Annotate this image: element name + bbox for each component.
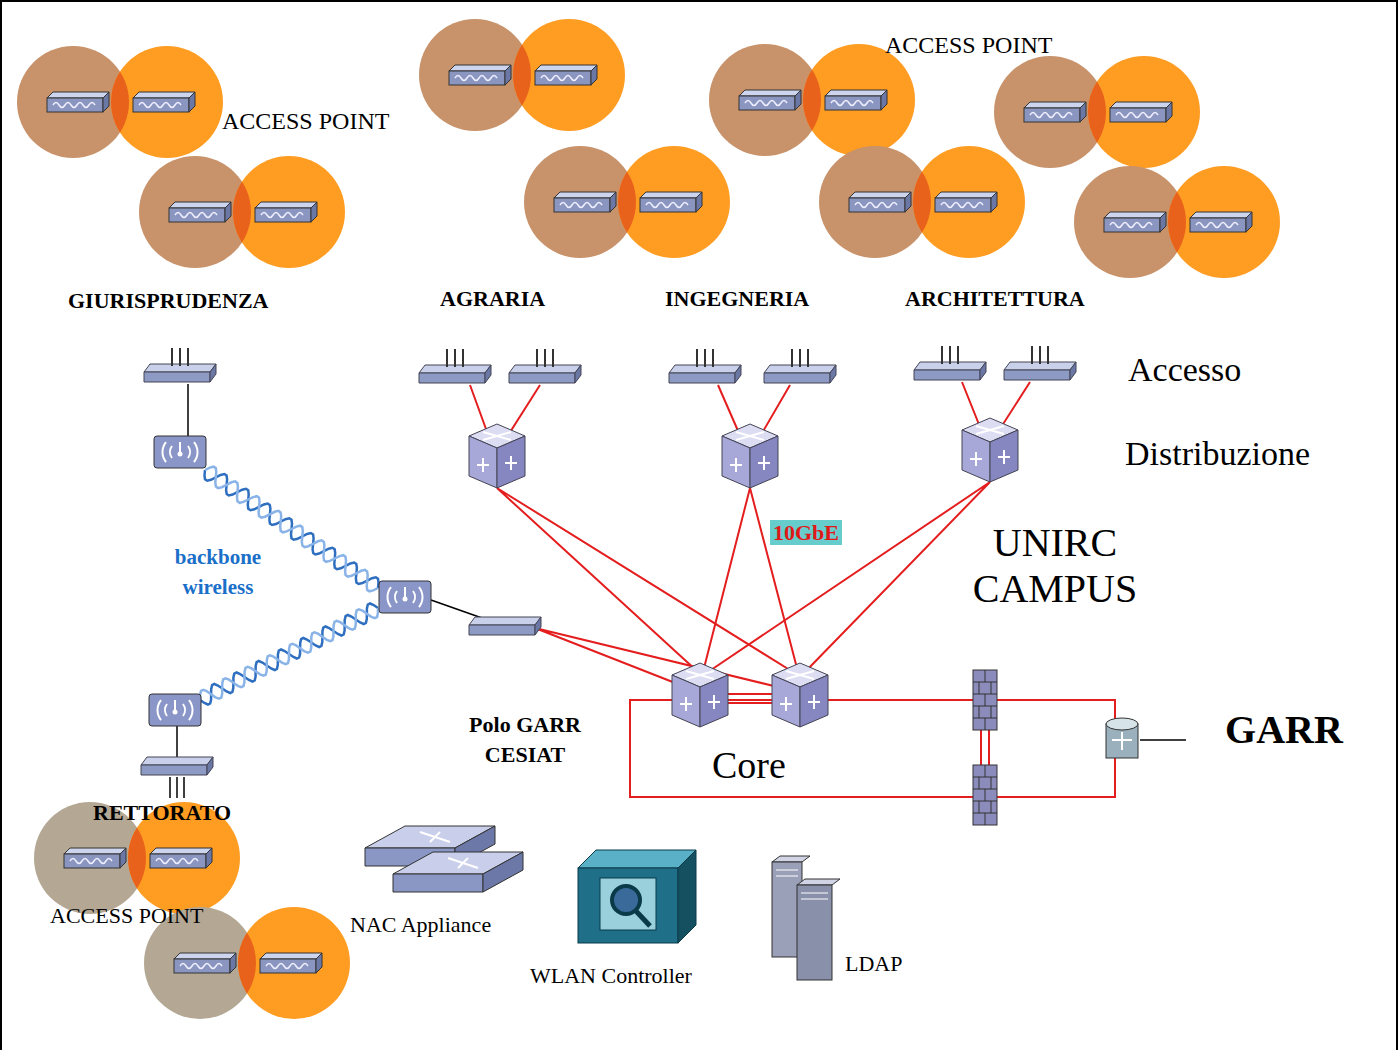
ap-coverage — [994, 56, 1200, 168]
ap-coverage — [139, 156, 345, 268]
ap-coverage — [709, 44, 915, 156]
node-text: Polo GARR CESIAT — [445, 710, 605, 769]
node-text: GARR — [1225, 707, 1343, 753]
node-text: Accesso — [1128, 350, 1241, 389]
outline-path — [320, 342, 1360, 402]
outline-path — [9, 5, 435, 463]
device-name: LDAP — [845, 951, 902, 976]
ap-coverage — [524, 146, 730, 258]
core-area-outline — [355, 588, 1025, 1000]
outline-path — [10, 697, 349, 1032]
wireless-link — [200, 608, 378, 700]
node-text: Core — [712, 744, 786, 788]
node-text: Distribuzione — [1125, 434, 1310, 473]
wireless-link — [200, 604, 378, 705]
faculty-name: AGRARIA — [440, 286, 545, 311]
ap-coverage — [1074, 166, 1280, 278]
faculty-name: INGEGNERIA — [665, 286, 809, 311]
faculty-region-outline — [0, 0, 450, 480]
link-speed: 10GbE — [770, 520, 842, 545]
outline-path — [317, 5, 1371, 1032]
distribution-layer-band: Distribuzione — [325, 420, 1362, 496]
node-text: RETTORATO — [93, 800, 231, 825]
outline-path — [1187, 641, 1382, 823]
node-text: ACCESS POINT — [222, 108, 389, 136]
node-text: GIURISPRUDENZA — [68, 288, 268, 313]
rectorate-region: RETTORATO ACCESS POINT — [0, 640, 360, 1040]
node-text: ACCESS POINT — [50, 903, 203, 928]
node-text: UNIRC CAMPUS — [940, 520, 1170, 612]
core-area: Polo GARR CESIAT Core — [355, 588, 1025, 1000]
outline-path — [355, 588, 1025, 1000]
garr-cloud: GARR — [1178, 625, 1390, 840]
outline-path — [325, 420, 1362, 496]
ap-coverage — [17, 46, 223, 158]
link-note: backbone wireless — [150, 542, 286, 603]
faculty-region: ACCESS POINT GIURISPRUDENZA — [0, 0, 450, 480]
wireless-link — [205, 467, 378, 592]
ap-coverage — [419, 19, 625, 131]
access-layer-band: Accesso — [320, 342, 1360, 402]
ap-coverage — [819, 146, 1025, 258]
rectorate-region-outline — [0, 640, 360, 1040]
device-name: WLAN Controller — [530, 963, 692, 988]
node-text: ACCESS POINT — [885, 32, 1052, 60]
device-name: NAC Appliance — [350, 912, 491, 937]
faculty-name: ARCHITETTURA — [905, 286, 1085, 311]
